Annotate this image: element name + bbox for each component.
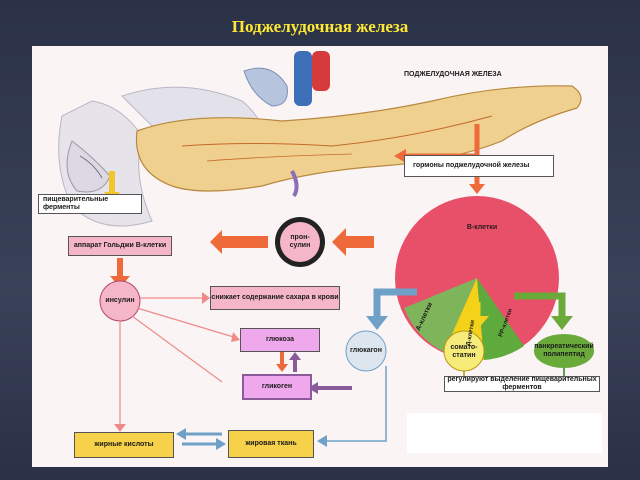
arrow-to-proinsulin: [332, 228, 374, 256]
golgi-label: аппарат Гольджи В-клетки: [68, 236, 172, 256]
b-cells-label: В-клетки: [466, 224, 498, 231]
pancreas-label: ПОДЖЕЛУДОЧНАЯ ЖЕЛЕЗА: [404, 71, 502, 78]
arrow-to-golgi: [210, 230, 268, 254]
spleen-vessel-shape: [243, 67, 288, 107]
somatostatin-label: сомато- статин: [450, 344, 478, 359]
lowers-sugar-label: снижает содержание сахара в крови: [210, 286, 340, 310]
a-cells-sector: [404, 278, 477, 352]
pp-cells-sector: [477, 278, 524, 360]
vein-shape: [294, 51, 312, 106]
blank-area: [407, 413, 602, 453]
adipose-tissue-label: жировая ткань: [228, 430, 314, 458]
glucagon-circle: [345, 330, 387, 372]
glycogen-label: гликоген: [242, 374, 312, 400]
glucagon-label: глюкагон: [350, 347, 382, 354]
pp-ellipse: [534, 334, 594, 368]
fatty-acids-label: жирные кислоты: [74, 432, 174, 458]
proinsulin-label: прон- сулин: [289, 234, 311, 249]
pancreas-diagram-art: [58, 51, 602, 453]
pancreas-body-shape: [135, 85, 582, 192]
pancreas-duct-shape: [181, 115, 493, 147]
arrow-glucagon: [373, 288, 417, 318]
regulate-enzymes-label: регулируют выделение пищеварительных фер…: [444, 376, 600, 392]
insulin-circle: [99, 280, 141, 322]
glucose-label: глюкоза: [240, 328, 320, 352]
hormones-label: гормоны поджелудочной железы: [404, 155, 554, 177]
slide-title: Поджелудочная железа: [231, 17, 409, 36]
diagram-panel: ПОДЖЕЛУДОЧНАЯ ЖЕЛЕЗА гормоны поджелудочн…: [32, 46, 608, 467]
pancreatic-polypeptide-label: панкреатический полипептид: [534, 343, 594, 358]
artery-shape: [312, 51, 330, 91]
insulin-label: инсулин: [105, 297, 135, 304]
digestive-enzymes-label: пищеварительные ферменты: [38, 194, 142, 214]
